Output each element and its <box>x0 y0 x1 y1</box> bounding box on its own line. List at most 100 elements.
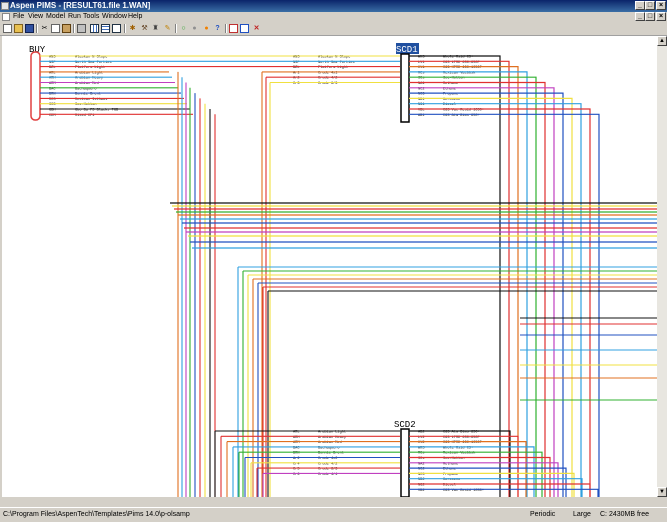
scd2-out-name: Whole Rsid C5+ <box>443 445 473 450</box>
scd2-in-name: Crude 6/3 <box>318 467 337 472</box>
status-memory: C: 2430MB free <box>600 511 650 518</box>
scd2-out-name: C63 LTMD 650-650F <box>443 436 480 440</box>
tile-icon[interactable] <box>240 24 249 33</box>
cut-icon[interactable]: ✂ <box>41 25 48 32</box>
document-icon[interactable] <box>2 13 10 21</box>
grid-icon[interactable] <box>90 24 99 33</box>
minimize-button[interactable]: _ <box>635 1 645 10</box>
scd2-out-name: Methane <box>443 461 458 466</box>
scroll-down-icon[interactable]: ▼ <box>657 487 667 497</box>
scd2-out-code: NG2 <box>418 484 424 488</box>
scd2-in-name: Crude 4x2 <box>318 456 337 461</box>
menu-bar: File View Model Run Tools Window Help _ … <box>0 12 667 22</box>
scd1-out-name: Ethane <box>443 86 456 91</box>
scd2-in-name: Arabian Light <box>318 430 346 435</box>
scd1-out-name: C63 HTMD 650-1050F <box>443 66 482 70</box>
window-icon[interactable] <box>229 24 238 33</box>
app-icon[interactable] <box>1 2 9 10</box>
scd1-in-name: Crude 6/3 <box>318 81 337 86</box>
refresh-icon[interactable]: ○ <box>181 25 186 32</box>
scd2-out-code: NC2 <box>418 468 424 472</box>
menu-model[interactable]: Model <box>46 13 66 20</box>
scd1-out-name: C63 Vac Resid 1050+ <box>443 108 484 113</box>
menu-run[interactable]: Run <box>68 13 81 20</box>
status-mode: Periodic <box>530 511 556 518</box>
scd1-out-name: Whole Rsid C5+ <box>443 55 473 60</box>
stream-line <box>409 55 501 497</box>
chart-icon[interactable] <box>112 24 121 33</box>
menu-view[interactable]: View <box>28 13 44 20</box>
menu-file[interactable]: File <box>13 13 25 20</box>
scd2-out-name: Diesel <box>443 483 456 488</box>
scd1-label-bg <box>396 43 419 54</box>
save-icon[interactable] <box>25 24 34 33</box>
scd1-out-name: C63 Atm Btms 650+ <box>443 114 480 118</box>
scd2-in-name: Bachaquero <box>318 445 340 450</box>
buy-row-name: Gbo Ba PS Black, TGB <box>75 108 119 113</box>
stream-line <box>409 430 511 497</box>
open-icon[interactable] <box>14 24 23 33</box>
menu-window[interactable]: Window <box>102 13 127 20</box>
stream-line <box>409 108 591 497</box>
print-icon[interactable] <box>77 24 86 33</box>
buy-row-code: ARH <box>49 77 55 81</box>
close-icon[interactable]: ✕ <box>253 25 260 32</box>
table-icon[interactable] <box>101 24 110 33</box>
status-bar: C:\Program Files\AspenTech\Templates\Pim… <box>0 507 667 522</box>
stream-line <box>409 71 528 497</box>
doc-minimize-button[interactable]: _ <box>635 12 645 21</box>
doc-close-button[interactable]: × <box>656 12 666 21</box>
buy-row-name: Platform Light <box>75 65 105 70</box>
scd2-out-code: MCs <box>418 452 424 456</box>
scd1-out-name: C63 LTMD 650-650F <box>443 61 480 65</box>
wrench-icon[interactable]: ♜ <box>152 25 159 32</box>
stream-line <box>409 76 537 497</box>
scd2-out-code: WRS <box>418 446 424 450</box>
scd1-out-name: Diesel <box>443 102 456 107</box>
scd1-in-name: Crude 4/2 <box>318 76 337 81</box>
maximize-button[interactable]: □ <box>645 1 655 10</box>
scd1-out-code: NC2 <box>418 87 424 91</box>
buy-row-code: ICS <box>49 103 55 107</box>
paste-icon[interactable] <box>62 24 71 33</box>
scd2-in-code: BRN <box>293 452 299 456</box>
edit-icon[interactable]: ✎ <box>164 25 171 32</box>
scd2-in-code: Ar2 <box>293 456 299 461</box>
scd1-out-name: Ice-Hotton <box>443 77 465 81</box>
stream-line <box>409 435 519 497</box>
buy-row-name: Arabian Heavy <box>75 76 104 81</box>
scd2-out-name: C63 HTMD 650-1050F <box>443 441 482 445</box>
scd1-out-code: LV1 <box>418 61 424 65</box>
doc-restore-button[interactable]: □ <box>645 12 655 21</box>
new-icon[interactable] <box>3 24 12 33</box>
scd2-label: SCD2 <box>394 420 416 430</box>
copy-icon[interactable] <box>51 24 60 33</box>
settings-icon[interactable]: ✱ <box>129 25 136 32</box>
menu-tools[interactable]: Tools <box>83 13 100 20</box>
help-icon[interactable]: ? <box>215 25 220 32</box>
scd1-in-code: BZL <box>293 66 299 70</box>
stream-line <box>409 97 573 497</box>
scd1-out-code: VBL <box>418 109 424 113</box>
run-icon[interactable]: ● <box>204 25 209 32</box>
stop-icon[interactable]: ● <box>192 25 197 32</box>
scd2-in-code: BAC <box>293 446 299 450</box>
menu-help[interactable]: Help <box>128 13 143 20</box>
close-button[interactable]: × <box>656 1 666 10</box>
stream-line <box>409 87 555 497</box>
scd2-out-name: C63 Vac Resid 1050+ <box>443 488 484 493</box>
scd1-out-code: NB1 <box>418 98 424 102</box>
scd1-out-code: HV1 <box>418 66 424 70</box>
vertical-scrollbar[interactable]: ▲ ▼ <box>657 36 667 497</box>
stream-line <box>409 81 546 497</box>
scd1-in-code: Ar1 <box>293 70 299 75</box>
scroll-up-icon[interactable]: ▲ <box>657 36 667 46</box>
scd2-out-code: VB2 <box>418 489 424 493</box>
tools-icon[interactable]: ⚒ <box>141 25 148 32</box>
stream-line <box>409 66 519 497</box>
window-title: Aspen PIMS - [RESULT61.file 1.WAN] <box>10 1 151 10</box>
scd1-label: SCD1 <box>396 45 418 55</box>
buy-row-code: NSF <box>49 61 55 65</box>
